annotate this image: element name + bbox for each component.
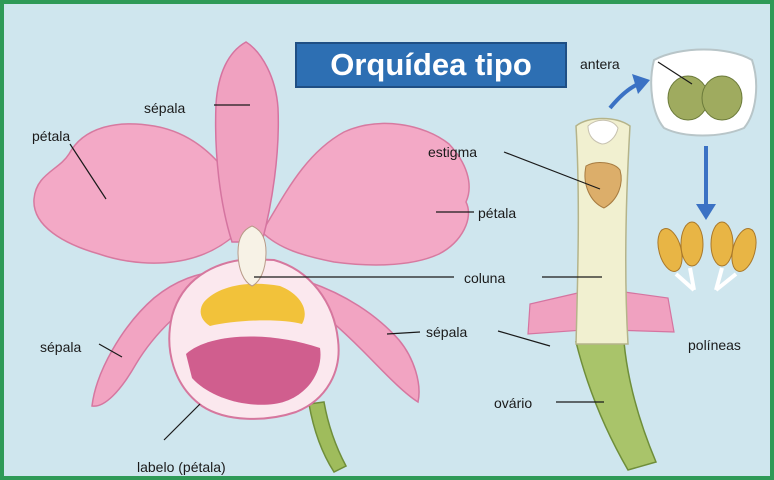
top-sepal	[216, 42, 279, 242]
ovary-stalk	[576, 342, 656, 470]
label-sepala-top: sépala	[144, 100, 185, 116]
flower-stem	[309, 402, 346, 472]
label-antera: antera	[580, 56, 620, 72]
page-title: Orquídea tipo	[295, 42, 567, 88]
column-body	[576, 119, 630, 345]
left-petal	[34, 124, 242, 263]
label-estigma: estigma	[428, 144, 477, 160]
label-coluna: coluna	[464, 270, 505, 286]
label-ovario: ovário	[494, 395, 532, 411]
label-labelo: labelo (pétala)	[137, 459, 226, 475]
pollinia-group	[654, 222, 761, 290]
label-petala-right: pétala	[478, 205, 516, 221]
label-sepala-right: sépala	[426, 324, 467, 340]
label-petala-left: pétala	[32, 128, 70, 144]
label-sepala-left: sépala	[40, 339, 81, 355]
anther-lobe-right	[702, 76, 742, 120]
label-polineas: políneas	[688, 337, 741, 353]
side-sepal-left	[528, 292, 584, 334]
